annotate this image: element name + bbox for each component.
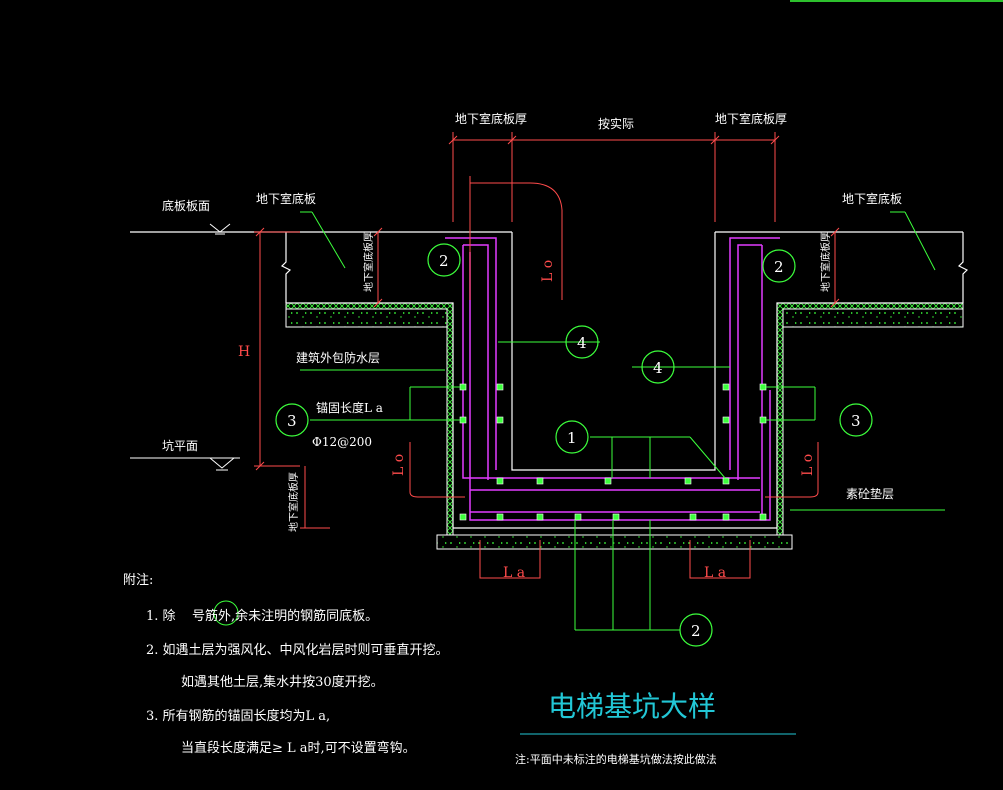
label-la-right: L a (704, 565, 726, 581)
callout-3-right: 3 (839, 403, 873, 437)
callout-4-right: 4 (641, 350, 675, 384)
label-anchorage-length: 锚固长度L a (316, 400, 383, 415)
label-height-h: H (238, 344, 250, 360)
note-2b: 如遇其他土层,集水井按30度开挖。 (181, 674, 384, 690)
drawing-title: 电梯基坑大样 (548, 690, 716, 723)
label-slab-thickness-right: 地下室底板厚 (715, 111, 787, 126)
label-lo-right: L o (800, 454, 816, 476)
callout-4-left: 4 (565, 325, 599, 359)
note-3b: 当直段长度满足≥ L a时,可不设置弯钩。 (181, 740, 416, 756)
label-slab-top: 底板板面 (162, 198, 210, 213)
svg-text:4: 4 (577, 334, 587, 352)
callout-2-left: 2 (427, 243, 461, 277)
label-basement-slab-left: 地下室底板 (256, 191, 316, 206)
note-1a: 1. 除 (146, 609, 176, 624)
svg-text:2: 2 (774, 258, 784, 276)
label-lo-top: L o (540, 260, 556, 282)
label-lo-left: L o (391, 454, 407, 476)
plain-concrete-cushion (285, 308, 964, 550)
rebar-lines (445, 237, 780, 521)
dimension-lines (254, 132, 840, 579)
svg-text:2: 2 (691, 622, 701, 640)
note-3a: 3. 所有钢筋的锚固长度均为L a, (146, 708, 330, 724)
leader-lines (300, 211, 945, 631)
label-slab-thickness-left: 地下室底板厚 (455, 111, 527, 126)
label-as-actual: 按实际 (598, 116, 634, 131)
label-rebar-spec: Φ12@200 (312, 435, 372, 449)
callout-2-right: 2 (762, 249, 796, 283)
label-basement-slab-right: 地下室底板 (842, 191, 902, 206)
rebar-dots (459, 383, 767, 521)
vertical-label-bottom: 地下室底板厚 (287, 472, 300, 532)
callout-2-bottom: 2 (679, 613, 713, 647)
svg-text:2: 2 (439, 252, 449, 270)
svg-text:3: 3 (287, 412, 297, 430)
label-pit-level: 坑平面 (162, 438, 198, 453)
svg-text:4: 4 (653, 359, 663, 377)
callout-1: 1 (555, 420, 589, 454)
drawing-footnote: 注:平面中未标注的电梯基坑做法按此做法 (515, 752, 717, 766)
callout-inline-note (213, 600, 239, 626)
label-waterproof-layer: 建筑外包防水层 (296, 350, 380, 365)
vertical-label-left: 地下室底板厚 (362, 232, 375, 292)
label-plain-concrete: 素砼垫层 (846, 486, 894, 501)
waterproof-layer (285, 302, 964, 542)
notes-heading: 附注: (123, 573, 153, 588)
callout-3-left: 3 (275, 403, 309, 437)
note-2a: 2. 如遇土层为强风化、中风化岩层时则可垂直开挖。 (146, 642, 449, 658)
label-la-left: L a (503, 565, 525, 581)
level-marks (130, 223, 240, 471)
svg-text:1: 1 (567, 429, 577, 447)
vertical-label-right: 地下室底板厚 (819, 232, 832, 292)
note-1b: 号筋外,余未注明的钢筋同底板。 (192, 608, 378, 624)
svg-text:3: 3 (851, 412, 861, 430)
